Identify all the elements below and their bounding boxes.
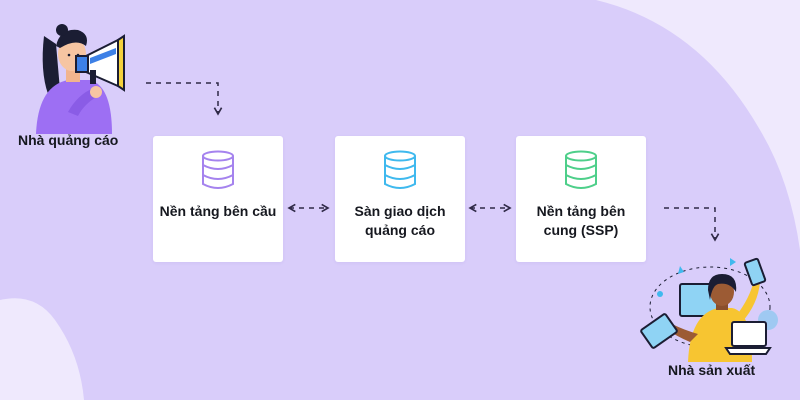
arrow-advertiser-to-dsp <box>146 83 218 114</box>
arrow-ssp-to-publisher <box>664 208 715 240</box>
